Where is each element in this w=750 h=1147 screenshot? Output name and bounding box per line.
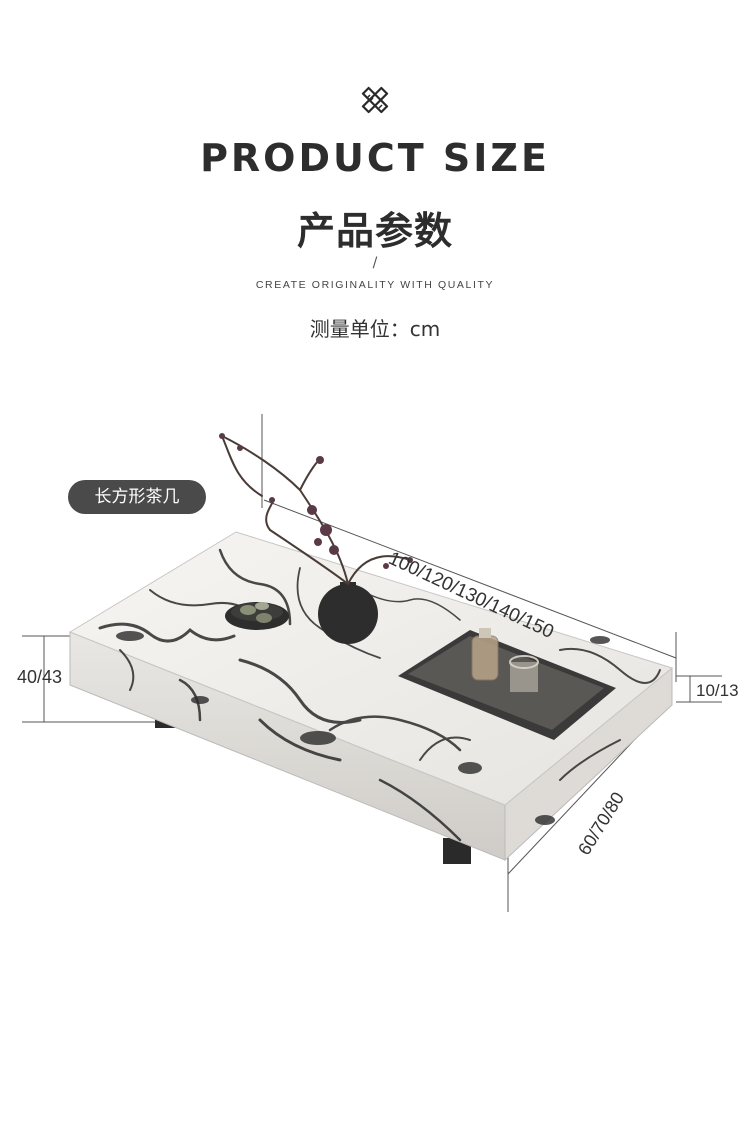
tagline: CREATE ORIGINALITY WITH QUALITY [255,279,495,291]
page-title-en: PRODUCT SIZE [200,136,550,180]
unit-label: 测量单位：cm [309,317,441,341]
divider-slash: / [372,255,378,271]
page-title-cn: 产品参数 [296,209,453,253]
product-name-badge: 长方形茶几 [68,480,206,514]
ruler-pencil-icon [359,84,391,116]
dimension-thickness-label: 10/13 [696,681,739,700]
dimension-height-label: 40/43 [17,667,63,687]
coffee-table-illustration [22,414,722,912]
